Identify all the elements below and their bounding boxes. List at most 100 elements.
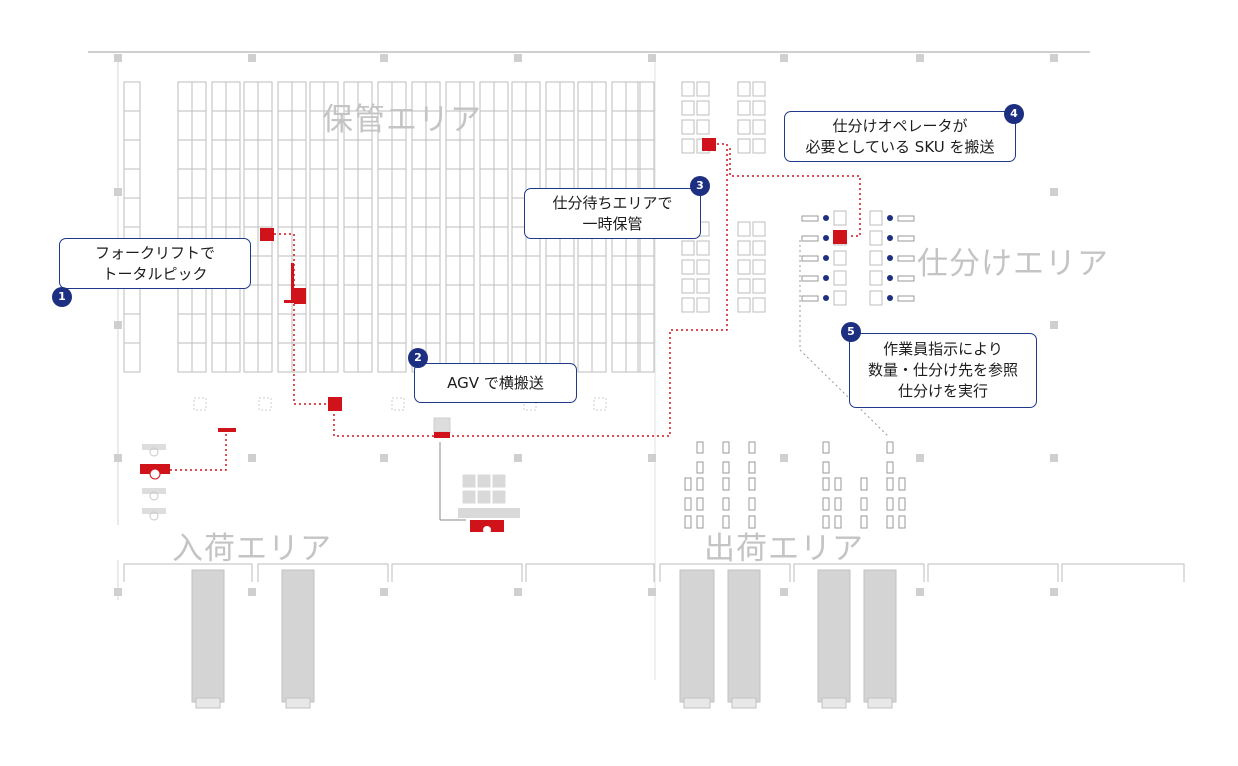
shipping-area-label: 出荷エリア — [704, 531, 864, 567]
shipping-tote — [822, 477, 830, 491]
staging-slot — [696, 278, 710, 294]
staging-slot — [681, 259, 695, 275]
shelf — [801, 295, 819, 302]
building-pillars — [114, 54, 1058, 596]
truck-trailer — [817, 569, 851, 703]
floor-marker — [258, 397, 272, 411]
flow-staging-to-sorting — [729, 148, 861, 237]
staging-slot — [696, 297, 710, 313]
receiving-area-label: 入荷エリア — [172, 531, 332, 567]
rack — [377, 81, 407, 373]
shipping-tote — [684, 497, 692, 511]
body — [294, 288, 306, 304]
staging-slot — [681, 100, 695, 116]
pillar — [1050, 188, 1058, 196]
shipping-tote — [834, 497, 842, 511]
staging-slot — [737, 81, 751, 97]
staging-slot — [737, 240, 751, 256]
pillar — [248, 588, 256, 596]
red-pallet-small — [218, 428, 236, 432]
dock-bay — [391, 563, 523, 582]
staging-slot — [737, 259, 751, 275]
shipping-tote — [886, 441, 894, 454]
shipping-tote — [696, 441, 704, 454]
dock-bay — [793, 563, 925, 582]
pillar — [514, 588, 522, 596]
staging-slot — [681, 138, 695, 154]
staging-slot — [737, 278, 751, 294]
forklift-icon — [284, 263, 306, 304]
step-1-text-line: トータルピック — [102, 264, 208, 283]
sorting-station — [869, 210, 915, 226]
truck-bumper — [683, 697, 711, 709]
pillar — [114, 454, 122, 462]
operator-icon — [823, 255, 829, 261]
shelf — [801, 255, 819, 262]
tote-slot — [869, 230, 883, 246]
pillar — [380, 588, 388, 596]
shipping-tote — [722, 461, 730, 474]
rack — [343, 81, 373, 373]
staging-slot — [752, 278, 766, 294]
pillar — [648, 588, 656, 596]
shipping-tote — [886, 461, 894, 474]
sorting-station — [869, 250, 915, 266]
truck-bumper — [867, 697, 893, 709]
shipping-tote — [860, 515, 868, 529]
truck-trailer — [679, 569, 715, 703]
rack-bay — [123, 284, 141, 315]
tote-slot — [833, 270, 847, 286]
wheel — [149, 491, 159, 501]
rack — [123, 81, 141, 373]
truck-trailer — [727, 569, 761, 703]
staging-slot — [681, 240, 695, 256]
shipping-tote — [860, 497, 868, 511]
step-3-text-line: 一時保管 — [582, 214, 643, 233]
pillar — [780, 54, 788, 62]
red-pallet — [328, 397, 342, 411]
wheel — [149, 447, 159, 457]
pillar — [114, 588, 122, 596]
pillar — [248, 54, 256, 62]
staging-slot — [696, 81, 710, 97]
shipping-tote — [696, 515, 704, 529]
pillar — [1050, 588, 1058, 596]
staging-slot — [752, 100, 766, 116]
step-2-callout: AGV で横搬送 — [414, 363, 577, 403]
pillar — [1050, 54, 1058, 62]
shipping-tote — [748, 497, 756, 511]
dock-bay — [659, 563, 791, 582]
shipping-tote — [822, 441, 830, 454]
tote-slot — [869, 270, 883, 286]
rack — [411, 81, 441, 373]
step-3-callout: 仕分待ちエリアで 一時保管 — [524, 188, 701, 239]
truck-bumper — [821, 697, 847, 709]
staging-slot — [752, 138, 766, 154]
operator-icon — [823, 235, 829, 241]
staging-slot — [752, 221, 766, 237]
shipping-tote — [748, 441, 756, 454]
shipping-tote — [860, 477, 868, 491]
rack — [309, 81, 339, 373]
shipping-tote — [886, 497, 894, 511]
dock-bay — [257, 563, 389, 582]
staging-slot — [737, 221, 751, 237]
pillar — [380, 454, 388, 462]
shipping-lanes — [684, 441, 906, 529]
shelf — [801, 215, 819, 222]
truck-bumper — [195, 697, 221, 709]
operator-icon — [823, 275, 829, 281]
rack — [445, 81, 475, 373]
truck-bumper — [731, 697, 757, 709]
agv-pallet-stack — [458, 473, 520, 534]
shipping-tote — [822, 461, 830, 474]
rack-bay — [123, 342, 141, 373]
shipping-tote — [722, 441, 730, 454]
staging-slot — [737, 297, 751, 313]
shipping-tote — [748, 477, 756, 491]
step-3-badge: 3 — [690, 176, 710, 196]
staging-slot — [752, 297, 766, 313]
agv-pallet — [433, 417, 451, 433]
shipping-tote — [722, 497, 730, 511]
